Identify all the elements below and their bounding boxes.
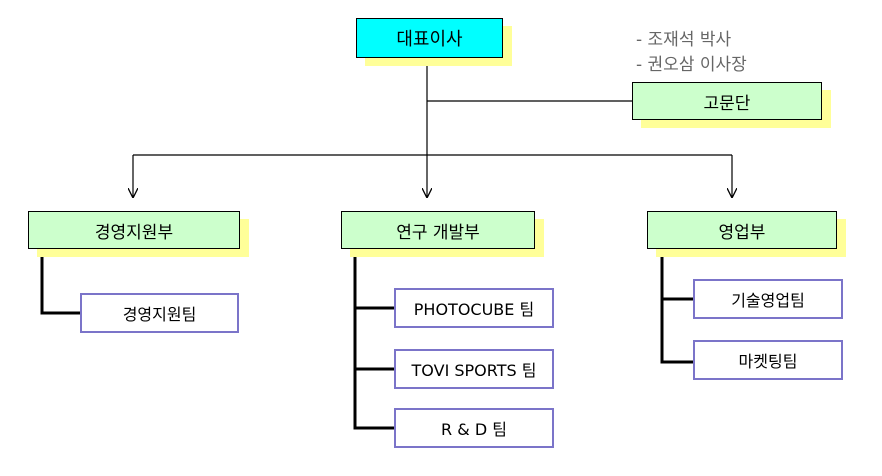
team-box: 기술영업팀 — [693, 279, 843, 319]
department-label: 경영지원부 — [94, 222, 174, 243]
team-box: R & D 팀 — [394, 408, 554, 448]
department-node-sales: 영업부 — [647, 211, 846, 257]
team-label: PHOTOCUBE 팀 — [413, 300, 535, 319]
advisory-node-box: 고문단 — [632, 82, 822, 120]
team-label: TOVI SPORTS 팀 — [411, 361, 537, 380]
ceo-node-box: 대표이사 — [356, 18, 503, 58]
department-label: 영업부 — [718, 222, 766, 243]
department-node-box: 연구 개발부 — [341, 211, 535, 249]
team-box: TOVI SPORTS 팀 — [394, 349, 554, 389]
ceo-label: 대표이사 — [396, 29, 463, 50]
advisory-node: 고문단 — [632, 82, 831, 128]
team-label: 마켓팅팀 — [738, 352, 798, 371]
team-label: 경영지원팀 — [122, 305, 197, 324]
ceo-node: 대표이사 — [356, 18, 512, 66]
team-box: PHOTOCUBE 팀 — [394, 288, 554, 328]
department-node-box: 경영지원부 — [28, 211, 240, 249]
advisory-member-1: - 조재석 박사 — [636, 30, 732, 50]
team-label: 기술영업팀 — [731, 291, 805, 310]
team-box: 마켓팅팀 — [693, 340, 843, 380]
advisory-label: 고문단 — [703, 93, 751, 114]
department-node-rnd: 연구 개발부 — [341, 211, 544, 257]
department-label: 연구 개발부 — [396, 222, 480, 243]
department-node-management: 경영지원부 — [28, 211, 249, 257]
team-label: R & D 팀 — [441, 420, 507, 439]
team-box: 경영지원팀 — [80, 293, 239, 333]
department-node-box: 영업부 — [647, 211, 837, 249]
advisory-member-2: - 권오삼 이사장 — [636, 55, 747, 75]
